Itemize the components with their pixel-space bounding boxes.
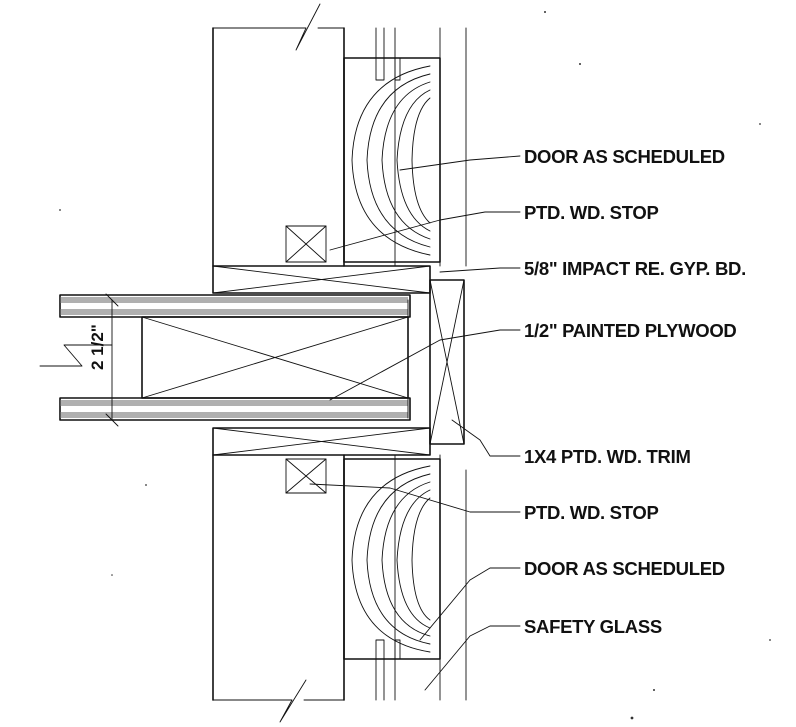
label-plywood: 1/2" PAINTED PLYWOOD	[524, 320, 736, 341]
label-gyp-board: 5/8" IMPACT RE. GYP. BD.	[524, 258, 746, 279]
leader-lines	[309, 155, 521, 691]
label-stop-bottom: PTD. WD. STOP	[524, 502, 659, 523]
top-door	[343, 27, 441, 263]
dimension-2-1-2: 2 1/2"	[88, 293, 119, 427]
trim-1x4	[429, 279, 465, 445]
label-door-bottom: DOOR AS SCHEDULED	[524, 558, 725, 579]
bottom-stop	[285, 458, 327, 494]
frame-outline	[212, 27, 467, 701]
label-safety-glass: SAFETY GLASS	[524, 616, 662, 637]
plywood-panel	[59, 294, 411, 421]
label-trim: 1X4 PTD. WD. TRIM	[524, 446, 691, 467]
callout-labels: DOOR AS SCHEDULED PTD. WD. STOP 5/8" IMP…	[524, 146, 746, 637]
label-stop-top: PTD. WD. STOP	[524, 202, 659, 223]
bottom-door	[343, 458, 441, 701]
label-door-top: DOOR AS SCHEDULED	[524, 146, 725, 167]
scan-specks	[59, 11, 771, 720]
break-lines	[39, 3, 321, 723]
dimension-text: 2 1/2"	[88, 324, 107, 370]
top-stop	[285, 225, 327, 263]
